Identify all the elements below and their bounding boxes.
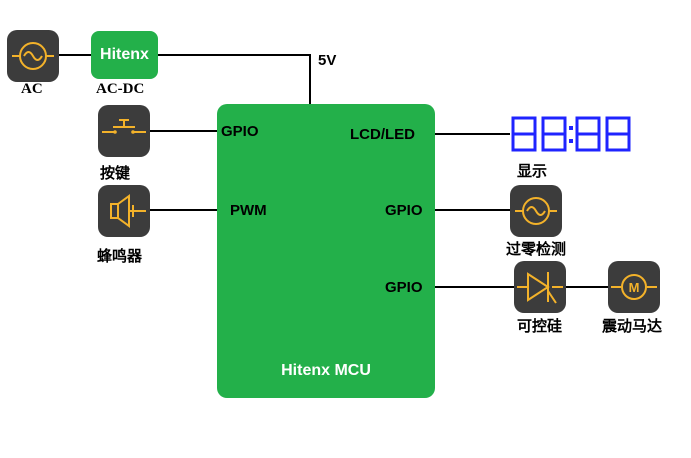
pin-right-gpio-2: GPIO (385, 279, 423, 296)
push-button-icon (98, 105, 150, 157)
pin-right-lcd: LCD/LED (350, 126, 415, 143)
ac-source-icon (7, 30, 59, 82)
mcu-block: Hitenx MCU (217, 104, 435, 398)
acdc-module: Hitenx (91, 31, 158, 79)
thyristor-icon (514, 261, 566, 313)
button-label: 按键 (100, 165, 131, 182)
wire-5v (158, 54, 311, 104)
mcu-title: Hitenx MCU (281, 362, 371, 379)
buzzer-label: 蜂鸣器 (97, 248, 143, 265)
display-label: 显示 (517, 163, 548, 180)
ac-label: AC (21, 81, 43, 97)
pin-left-gpio: GPIO (221, 123, 259, 140)
pin-left-pwm: PWM (230, 202, 267, 219)
acdc-label: AC-DC (96, 81, 145, 97)
sine-wave-icon (510, 185, 562, 237)
motor-label: 震动马达 (602, 318, 663, 335)
motor-icon: M (608, 261, 660, 313)
motor-symbol: M (629, 280, 640, 295)
pin-right-gpio-1: GPIO (385, 202, 423, 219)
speaker-icon (98, 185, 150, 237)
zero-cross-label: 过零检测 (506, 241, 567, 258)
scr-label: 可控硅 (517, 318, 563, 335)
supply-voltage-label: 5V (318, 52, 337, 69)
seven-segment-display (511, 116, 631, 152)
